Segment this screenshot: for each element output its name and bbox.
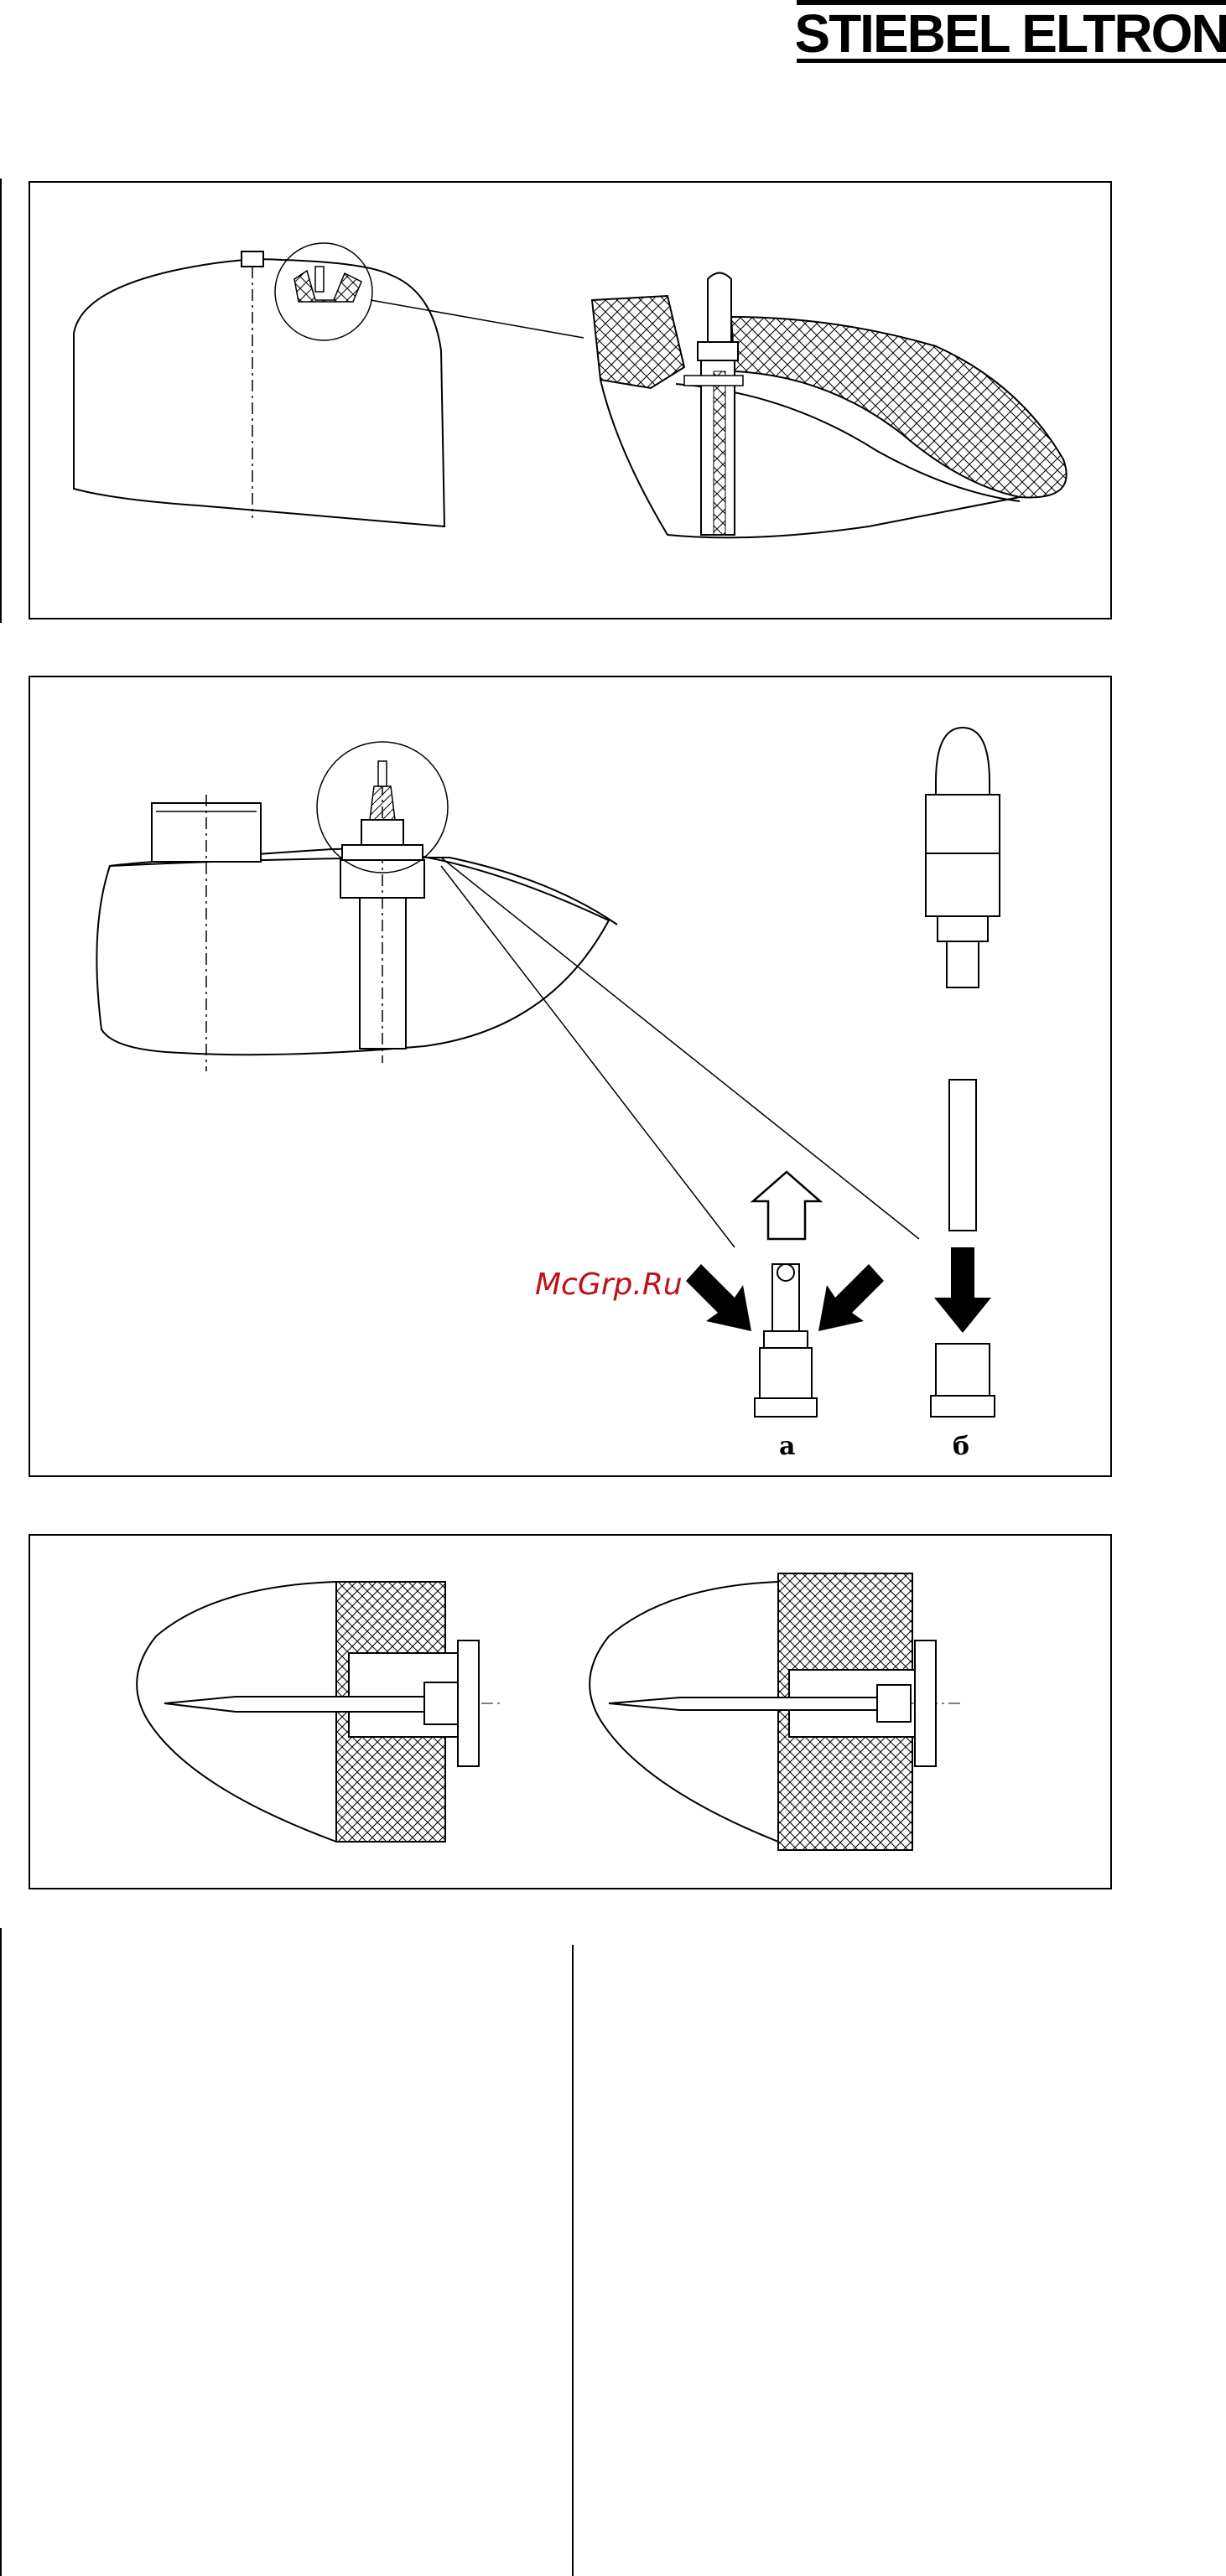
left-margin-rule-top xyxy=(0,179,2,623)
watermark-text: McGrp.Ru xyxy=(535,1267,683,1302)
brand-name: STIEBEL ELTRON xyxy=(797,3,1226,64)
figure-2-label-b: б xyxy=(953,1432,969,1461)
left-margin-rule-bottom xyxy=(0,1928,2,2576)
figure-2-label-a: a xyxy=(779,1432,795,1461)
figure-3-drawing xyxy=(30,1536,1114,1891)
figure-1-drawing xyxy=(30,183,1114,621)
figure-1-tank-sensor-overview xyxy=(29,181,1112,619)
brand-logo: STIEBEL ELTRON xyxy=(797,0,1226,67)
figure-2-sensor-insertion: a б McGrp.Ru xyxy=(29,676,1112,1477)
figure-3-sensor-cross-section xyxy=(29,1534,1112,1889)
column-divider xyxy=(572,1945,574,2576)
figure-2-drawing xyxy=(30,677,1114,1479)
